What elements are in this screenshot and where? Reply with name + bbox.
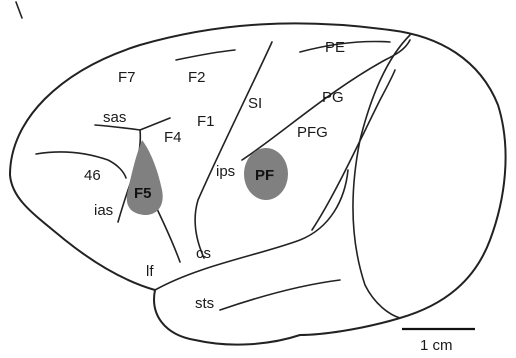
label-sas: sas: [103, 109, 126, 126]
corner-mark: [15, 1, 23, 19]
intraparietal-sulcus: [241, 39, 411, 161]
central-sulcus: [194, 41, 273, 259]
label-pf: PF: [255, 167, 274, 184]
label-46: 46: [84, 167, 101, 184]
label-ias: ias: [94, 202, 113, 219]
label-si: SI: [248, 95, 262, 112]
principal-sulcus: [35, 151, 127, 179]
label-pg: PG: [322, 89, 344, 106]
lateral-fissure: [154, 169, 349, 291]
region-pf: [244, 148, 288, 200]
label-lf: lf: [146, 263, 154, 280]
region-f5: [126, 140, 163, 215]
brain-outline: [9, 22, 507, 346]
label-ips: ips: [216, 163, 235, 180]
label-f1: F1: [197, 113, 215, 130]
label-f7: F7: [118, 69, 136, 86]
label-sts: sts: [195, 295, 214, 312]
f2-sulcus: [175, 49, 236, 61]
occipital-boundary: [352, 34, 411, 319]
label-pe: PE: [325, 39, 345, 56]
label-cs: cs: [196, 245, 211, 262]
scale-bar-label: 1 cm: [420, 337, 453, 354]
label-pfg: PFG: [297, 124, 328, 141]
label-f5: F5: [134, 185, 152, 202]
label-f2: F2: [188, 69, 206, 86]
parietal-lower-sulcus: [311, 69, 396, 231]
label-f4: F4: [164, 129, 182, 146]
pe-sulcus: [299, 40, 391, 53]
superior-temporal-sulcus: [219, 279, 341, 311]
